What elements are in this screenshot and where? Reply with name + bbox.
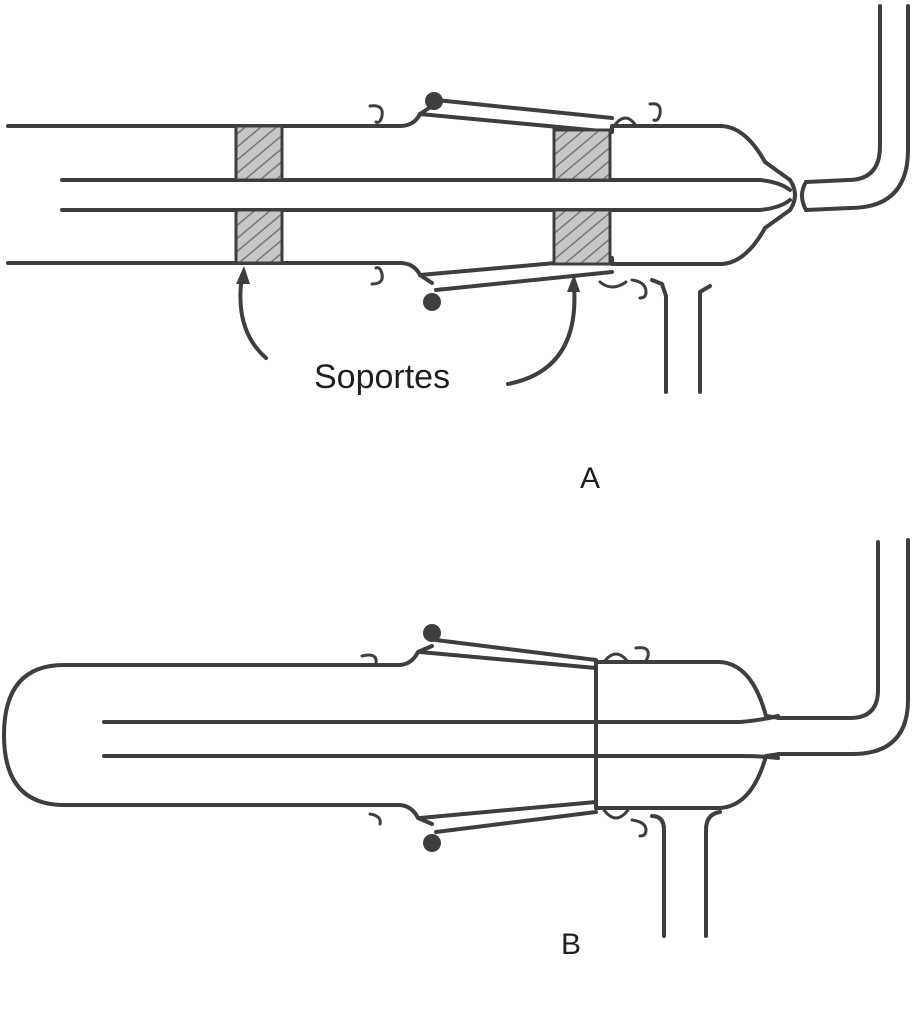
b-hook-top-right — [634, 646, 650, 664]
a-joint-cone-bottom-outer — [434, 270, 614, 292]
a-joint-cone-top-outer — [434, 98, 614, 120]
a-joint-cone-top-inner — [418, 112, 792, 182]
a-hook-bottom-right — [630, 278, 648, 300]
a-hook-bottom-left — [370, 266, 384, 286]
b-bump-bottom — [602, 808, 630, 820]
b-hook-bottom-right — [630, 818, 648, 838]
b-cone-bottom-inner — [418, 752, 782, 820]
a-joint-knob-bottom — [423, 293, 441, 311]
b-hook-top-left — [360, 653, 378, 666]
a-joint-cone-bottom-inner — [418, 208, 792, 277]
a-bent-tube-mouth — [800, 180, 808, 212]
a-inner-tube-bottom — [60, 198, 792, 212]
b-hook-bottom-left — [368, 812, 382, 826]
b-bent-tube-outer — [776, 540, 880, 720]
a-support-right-bottom — [552, 208, 612, 266]
a-hook-top-left — [368, 104, 384, 124]
b-bent-tube-inner — [776, 538, 910, 756]
a-support-left-bottom — [234, 208, 284, 265]
figure-a-apparatus — [6, 4, 910, 394]
b-outer-vessel — [2, 663, 402, 807]
b-cone-bottom-outer — [434, 810, 598, 834]
b-cone-top-outer — [434, 638, 598, 662]
a-bump-bottom — [598, 280, 628, 289]
a-outer-tube-bottom — [6, 261, 434, 285]
b-cone-top-inner — [418, 650, 782, 720]
b-outer-vessel-top-step — [398, 644, 434, 667]
b-inner-tube-top — [102, 714, 780, 724]
a-side-outlet-left — [650, 278, 668, 394]
a-outer-tube-top — [6, 104, 434, 128]
a-arrowhead-right — [567, 274, 580, 292]
a-joint-knob-top — [425, 92, 443, 110]
b-side-outlet-left — [650, 814, 666, 938]
b-joint-knob-top — [423, 624, 441, 642]
a-arrow-left — [238, 274, 268, 360]
a-hook-top-right — [648, 102, 662, 122]
b-joint-knob-bottom — [423, 834, 441, 852]
b-side-outlet-right — [704, 810, 722, 938]
b-bump-top — [602, 652, 630, 664]
a-arrow-right — [506, 284, 577, 386]
a-bent-tube-inner — [804, 4, 910, 212]
b-outer-vessel-bottom-step — [398, 803, 434, 826]
a-tip — [788, 178, 797, 212]
a-arrowhead-left — [236, 266, 250, 284]
a-support-right-top — [552, 128, 612, 182]
a-bent-tube-outer — [804, 4, 882, 184]
figure-a-label: A — [580, 462, 601, 495]
figure-b-label: B — [561, 928, 582, 961]
figure-b-apparatus — [2, 538, 910, 938]
supports-label: Soportes — [314, 358, 451, 396]
a-side-outlet-right — [698, 284, 712, 394]
a-bump-top — [612, 116, 638, 128]
b-inner-tube-bottom — [102, 754, 780, 760]
a-inner-tube-top — [60, 178, 792, 192]
a-support-left-top — [234, 124, 284, 182]
